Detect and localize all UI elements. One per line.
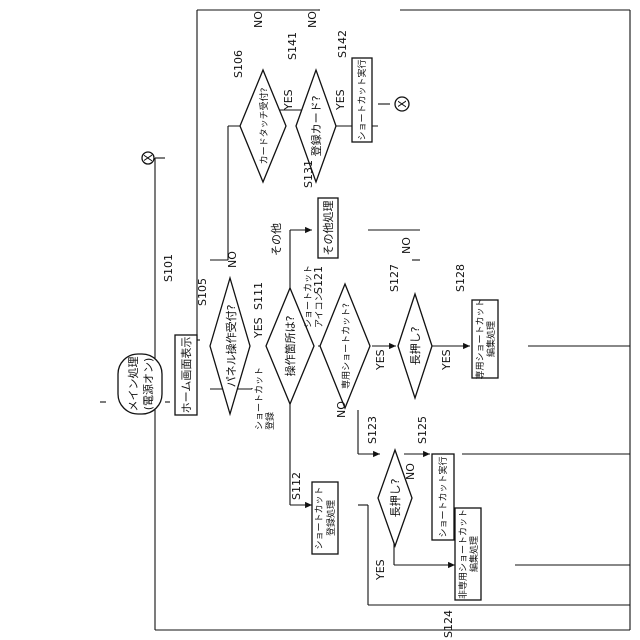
step-s111-label: 操作箇所は? <box>283 315 297 376</box>
step-s124-label-2: 編集処理 <box>468 536 480 572</box>
branch-s106-yes: YES <box>282 89 295 111</box>
step-s112-label-2: 登録処理 <box>325 500 337 536</box>
step-s142-label: ショートカット実行 <box>356 59 368 140</box>
branch-s111-register-2: 登録 <box>264 412 276 430</box>
branch-s127-yes: YES <box>440 349 453 371</box>
branch-s121-yes: YES <box>374 349 387 371</box>
step-s106-id: S106 <box>232 50 245 78</box>
step-s128-label-1: 専用ショートカット <box>474 298 486 379</box>
branch-s141-yes: YES <box>334 89 347 111</box>
branch-s111-icon-1: ショートカット <box>303 265 314 328</box>
step-s123-id: S123 <box>366 416 379 444</box>
step-s141-label: 登録カード? <box>309 95 323 156</box>
step-s106-label: カードタッチ受付? <box>258 87 270 164</box>
step-s131-label: その他処理 <box>322 201 335 256</box>
branch-s121-no: NO <box>335 401 348 418</box>
step-s141-id: S141 <box>286 32 299 60</box>
step-s101-label: ホーム画面表示 <box>179 337 193 414</box>
branch-s111-other: その他 <box>270 223 283 256</box>
step-s121-label: 専用ショートカット? <box>340 303 352 389</box>
connector-x-end-label: X <box>396 100 409 108</box>
connector-x-top-label: X <box>142 154 155 162</box>
branch-s127-no: NO <box>400 237 413 254</box>
step-s112-label-1: ショートカット <box>314 486 325 549</box>
step-s124-id: S124 <box>442 610 455 638</box>
step-s127-label: 長押し? <box>408 326 422 365</box>
step-s128-id: S128 <box>454 264 467 292</box>
start-terminal <box>118 354 162 414</box>
step-s124-label-1: 非専用ショートカット <box>457 509 469 599</box>
branch-s105-no: NO <box>226 251 239 268</box>
branch-s106-no: NO <box>252 11 265 28</box>
step-s105-label: パネル操作受付? <box>224 304 238 387</box>
branch-s123-yes: YES <box>374 559 387 581</box>
branch-s105-yes: YES <box>252 317 265 339</box>
step-s128-label-2: 編集処理 <box>485 321 497 357</box>
step-s125-id: S125 <box>416 416 429 444</box>
step-s125-label: ショートカット実行 <box>437 456 449 537</box>
step-s111-id: S111 <box>252 282 265 310</box>
step-s101-id: S101 <box>162 254 175 282</box>
step-s142-id: S142 <box>336 30 349 58</box>
branch-s141-no: NO <box>306 11 319 28</box>
branch-s111-icon-2: アイコン <box>315 292 325 328</box>
start-label-1: メイン処理 <box>127 357 140 412</box>
step-s112-id: S112 <box>290 472 303 500</box>
step-s105-id: S105 <box>196 278 209 306</box>
start-label-2: (電源オン) <box>141 358 155 411</box>
step-s131-id: S131 <box>302 160 315 188</box>
step-s123-label: 長押し? <box>388 478 402 517</box>
step-s127-id: S127 <box>388 264 401 292</box>
branch-s123-no: NO <box>404 463 417 480</box>
branch-s111-register-1: ショートカット <box>254 367 265 430</box>
